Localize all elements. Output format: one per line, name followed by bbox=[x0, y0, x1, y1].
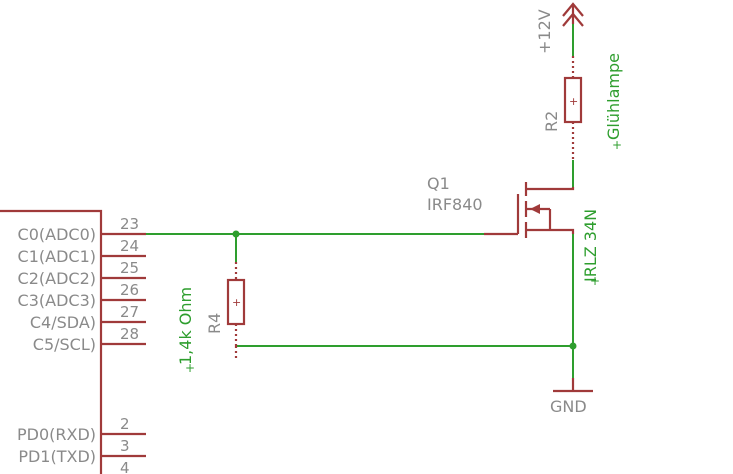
pin-number: 25 bbox=[120, 259, 139, 277]
mosfet-q1: Q1 IRF840 IRLZ 34N + bbox=[427, 174, 600, 288]
pin-number: 24 bbox=[120, 237, 139, 255]
resistor-r4: + R4 1,4k Ohm + bbox=[176, 262, 246, 375]
q1-origin-mark: + bbox=[590, 274, 600, 288]
r2-value: Glühlampe bbox=[604, 53, 623, 140]
pin-label: C2(ADC2) bbox=[18, 269, 96, 288]
pin-label: C3(ADC3) bbox=[18, 291, 96, 310]
q1-type: IRF840 bbox=[427, 195, 483, 214]
pin-number: 27 bbox=[120, 303, 139, 321]
microcontroller: 23 C0(ADC0) 24 C1(ADC1) 25 C2(ADC2) 26 C… bbox=[0, 209, 146, 474]
pin-number: 2 bbox=[120, 415, 130, 433]
supply-symbol: +12V bbox=[535, 2, 584, 54]
pin-label: C5/SCL) bbox=[33, 335, 96, 354]
wires bbox=[146, 24, 577, 390]
ic-pin-28: 28 C5/SCL) bbox=[33, 325, 146, 354]
r2-name: R2 bbox=[542, 111, 561, 132]
source-lead bbox=[526, 228, 575, 234]
ic-pin-25: 25 C2(ADC2) bbox=[18, 259, 146, 288]
pin-number: 26 bbox=[120, 281, 139, 299]
ic-body bbox=[0, 209, 103, 474]
ic-pin-24: 24 C1(ADC1) bbox=[18, 237, 146, 266]
ic-pin-3: 3 PD1(TXD) bbox=[18, 437, 146, 466]
ic-pin-4: 4 bbox=[120, 459, 130, 474]
r4-origin-mark: + bbox=[185, 361, 195, 375]
q1-name: Q1 bbox=[427, 174, 450, 193]
ic-pin-27: 27 C4/SDA) bbox=[30, 303, 146, 332]
ic-pin-2: 2 PD0(RXD) bbox=[17, 415, 146, 444]
pin-label: PD0(RXD) bbox=[17, 425, 96, 444]
pin-label: C0(ADC0) bbox=[18, 225, 96, 244]
ic-pin-26: 26 C3(ADC3) bbox=[18, 281, 146, 310]
svg-text:+: + bbox=[569, 95, 578, 108]
pin-number: 4 bbox=[120, 459, 130, 474]
pin-number: 3 bbox=[120, 437, 130, 455]
supply-label: +12V bbox=[535, 9, 554, 54]
resistor-r2: + R2 Glühlampe + bbox=[542, 53, 623, 160]
pin-label: C4/SDA) bbox=[30, 313, 96, 332]
svg-text:+: + bbox=[232, 296, 241, 309]
ic-pin-23: 23 C0(ADC0) bbox=[18, 215, 146, 244]
junction-dot bbox=[232, 230, 240, 238]
arrow-icon bbox=[530, 204, 540, 214]
r4-value: 1,4k Ohm bbox=[176, 287, 195, 365]
ground-label: GND bbox=[550, 397, 587, 416]
pin-label: PD1(TXD) bbox=[18, 447, 96, 466]
drain-lead bbox=[526, 187, 575, 191]
r4-name: R4 bbox=[205, 313, 224, 334]
pin-label: C1(ADC1) bbox=[18, 247, 96, 266]
pin-number: 23 bbox=[120, 215, 139, 233]
r2-origin-mark: + bbox=[612, 138, 622, 152]
junction-dot bbox=[569, 342, 577, 350]
pin-number: 28 bbox=[120, 325, 139, 343]
ground-symbol: GND bbox=[550, 378, 593, 416]
q1-value: IRLZ 34N bbox=[581, 209, 600, 282]
